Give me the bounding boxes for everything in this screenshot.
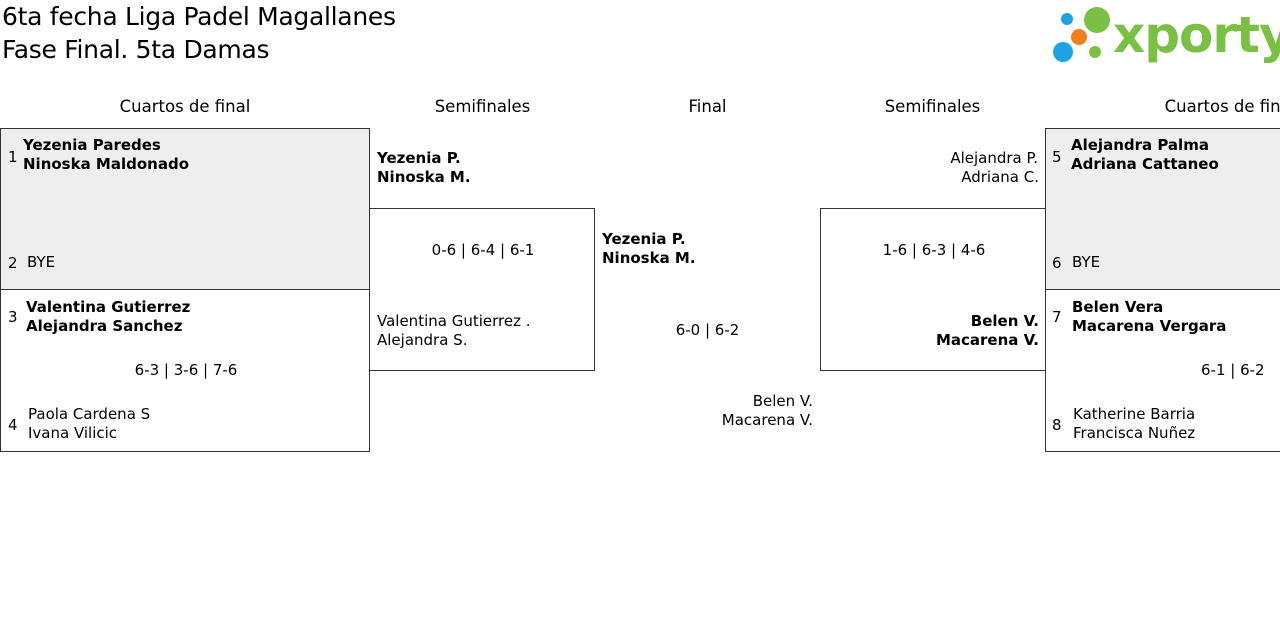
semi-team-name: Yezenia P. xyxy=(377,149,461,167)
match-score: 0-6 | 6-4 | 6-1 xyxy=(431,241,535,259)
final-team-name: Macarena V. xyxy=(721,411,813,429)
final-team-name: Ninoska M. xyxy=(602,249,696,267)
round-header-right-semis: Semifinales xyxy=(884,97,981,116)
player-name: Alejandra Sanchez xyxy=(26,317,183,335)
final-score: 6-0 | 6-2 xyxy=(675,321,740,339)
seed-number: 2 xyxy=(8,254,18,272)
match-score: 1-6 | 6-3 | 4-6 xyxy=(882,241,986,259)
page-title: 6ta fecha Liga Padel Magallanes xyxy=(2,2,396,31)
player-name: Katherine Barria xyxy=(1073,405,1196,423)
seed-number: 5 xyxy=(1052,148,1062,166)
player-name: Alejandra Palma xyxy=(1071,136,1209,154)
player-name: Macarena Vergara xyxy=(1072,317,1227,335)
left-semi-match[interactable]: 0-6 | 6-4 | 6-1 Valentina Gutierrez . Al… xyxy=(369,208,595,371)
right-quarter-match-1[interactable]: 5 Alejandra Palma Adriana Cattaneo 6 BYE xyxy=(1045,128,1280,290)
round-header-left-quarters: Cuartos de final xyxy=(119,97,251,116)
match-score: 6-3 | 3-6 | 7-6 xyxy=(134,361,238,379)
semi-team-name: Alejandra P. xyxy=(950,149,1038,167)
right-semi-match[interactable]: 1-6 | 6-3 | 4-6 Belen V. Macarena V. xyxy=(820,208,1046,371)
match-score: 6-1 | 6-2 xyxy=(1201,361,1265,379)
player-name: Francisca Nuñez xyxy=(1073,424,1196,442)
final-team-name: Belen V. xyxy=(752,392,813,410)
final-team-name: Yezenia P. xyxy=(602,230,686,248)
seed-number: 8 xyxy=(1052,416,1062,434)
seed-number: 7 xyxy=(1052,308,1062,326)
player-name: Adriana Cattaneo xyxy=(1071,155,1219,173)
bye-label: BYE xyxy=(1072,253,1101,271)
player-name: Yezenia Paredes xyxy=(23,136,161,154)
left-quarter-match-2[interactable]: 3 Valentina Gutierrez Alejandra Sanchez … xyxy=(0,289,370,452)
semi-team-name: Valentina Gutierrez . xyxy=(377,312,531,330)
seed-number: 4 xyxy=(8,416,18,434)
player-name: Paola Cardena S xyxy=(28,405,151,423)
logo-dots-icon xyxy=(1053,7,1110,62)
seed-number: 1 xyxy=(8,148,18,166)
player-name: Ivana Vilicic xyxy=(28,424,118,442)
round-header-left-semis: Semifinales xyxy=(434,97,531,116)
semi-team-name: Belen V. xyxy=(970,312,1039,330)
xporty-logo: xporty xyxy=(1050,4,1280,68)
bye-label: BYE xyxy=(27,253,56,271)
round-header-right-quarters: Cuartos de final xyxy=(1164,97,1280,116)
seed-number: 3 xyxy=(8,308,18,326)
player-name: Ninoska Maldonado xyxy=(23,155,190,173)
player-name: Valentina Gutierrez xyxy=(26,298,191,316)
seed-number: 6 xyxy=(1052,254,1062,272)
semi-team-name: Ninoska M. xyxy=(377,168,471,186)
semi-team-name: Macarena V. xyxy=(935,331,1039,349)
left-quarter-match-1[interactable]: 1 Yezenia Paredes Ninoska Maldonado 2 BY… xyxy=(0,128,370,290)
round-header-final: Final xyxy=(688,97,727,116)
semi-team-name: Adriana C. xyxy=(961,168,1039,186)
player-name: Belen Vera xyxy=(1072,298,1164,316)
page-subtitle: Fase Final. 5ta Damas xyxy=(2,35,270,64)
logo-wordmark: xporty xyxy=(1113,6,1280,64)
right-quarter-match-2[interactable]: 7 Belen Vera Macarena Vergara 6-1 | 6-2 … xyxy=(1045,289,1280,452)
semi-team-name: Alejandra S. xyxy=(377,331,468,349)
